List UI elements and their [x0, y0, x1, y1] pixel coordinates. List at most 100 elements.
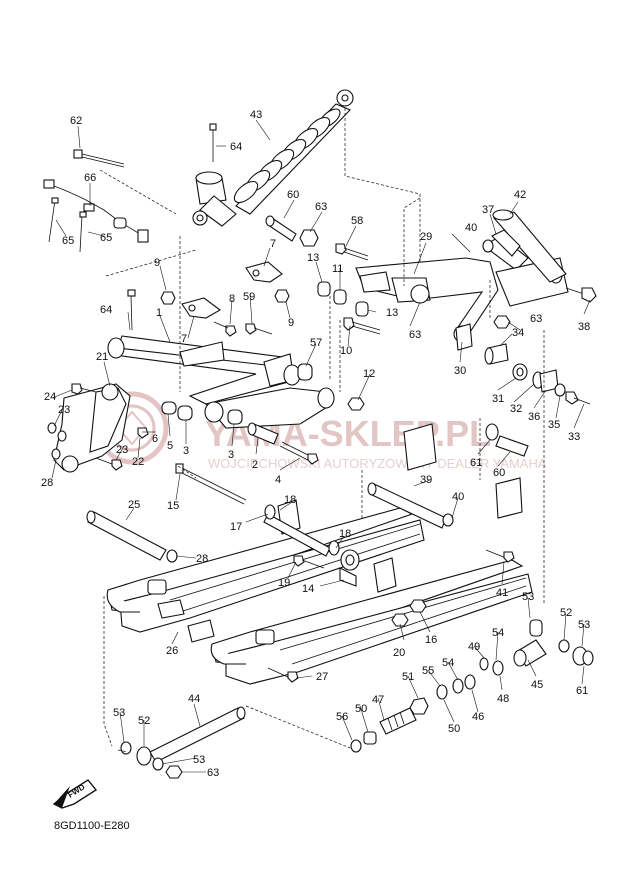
- washer-61-right: [582, 650, 594, 666]
- collar-2: [247, 422, 279, 445]
- bush-34: [484, 343, 509, 365]
- collar-60: [265, 215, 297, 242]
- spacer-54-46: [452, 674, 476, 694]
- part-label-32: 32: [510, 403, 522, 415]
- bolt-19: [293, 555, 325, 569]
- shaft-39: [367, 482, 447, 529]
- part-label-18: 18: [284, 494, 296, 506]
- part-label-18b: 18: [339, 528, 351, 540]
- part-label-17: 17: [230, 521, 242, 533]
- part-label-20: 20: [393, 647, 405, 659]
- part-label-63b: 63: [409, 329, 421, 341]
- part-label-27: 27: [316, 671, 328, 683]
- nut-16: [409, 599, 427, 613]
- washer-28-left: [51, 448, 61, 460]
- bolt-6: [137, 427, 149, 439]
- collar-18: [264, 504, 340, 556]
- part-label-63c: 63: [530, 313, 542, 325]
- leader-lines: [51, 119, 591, 773]
- part-label-23: 23: [58, 404, 70, 416]
- part-label-1: 1: [156, 307, 162, 319]
- part-label-6: 6: [152, 433, 158, 445]
- bolt-38: [565, 287, 597, 303]
- washer-49-48: [479, 657, 504, 676]
- shaft-17: [263, 513, 331, 557]
- part-label-36: 36: [528, 411, 540, 423]
- sensor-cable: [43, 179, 149, 253]
- part-label-45: 45: [531, 679, 543, 691]
- part-label-53d: 53: [193, 754, 205, 766]
- bolt-22: [95, 457, 123, 471]
- collar-5: [161, 401, 177, 415]
- part-label-40b: 40: [452, 491, 464, 503]
- part-label-30: 30: [454, 365, 466, 377]
- part-number-labels: 1 2 3 3 4 5 6 7 7 8 9 9 10 11 12 13 13 1…: [41, 109, 590, 779]
- part-label-41: 41: [496, 587, 508, 599]
- collar-61: [485, 423, 499, 441]
- collar-13: [317, 281, 369, 317]
- nut-12: [347, 397, 365, 411]
- part-label-58: 58: [351, 215, 363, 227]
- bolt-62: [73, 149, 125, 168]
- part-label-24: 24: [44, 391, 56, 403]
- shaft-25: [86, 510, 167, 561]
- part-label-65: 65: [62, 235, 74, 247]
- part-label-4: 4: [275, 474, 281, 486]
- collar-3: [177, 405, 243, 425]
- part-label-61b: 61: [576, 685, 588, 697]
- part-label-40: 40: [465, 222, 477, 234]
- part-label-2: 2: [252, 459, 258, 471]
- part-label-48: 48: [497, 693, 509, 705]
- collar-60-lower: [495, 435, 529, 457]
- nut-20: [391, 613, 409, 627]
- wheel-shaft-45: [513, 639, 547, 667]
- part-label-15: 15: [167, 500, 179, 512]
- part-label-63d: 63: [207, 767, 219, 779]
- bolt-10: [343, 317, 381, 335]
- part-label-54b: 54: [442, 657, 454, 669]
- bolt-64: [127, 123, 217, 331]
- nut-63-right: [493, 315, 511, 329]
- part-label-25: 25: [128, 499, 140, 511]
- nut-63-top: [299, 229, 319, 247]
- part-label-46: 46: [472, 711, 484, 723]
- washer-40-top: [482, 239, 494, 253]
- bolt-15: [175, 463, 247, 505]
- part-label-42: 42: [514, 189, 526, 201]
- link-21: [53, 383, 131, 473]
- adjuster-47: [379, 707, 417, 735]
- part-label-47: 47: [372, 694, 384, 706]
- part-label-5: 5: [167, 440, 173, 452]
- part-label-13: 13: [307, 252, 319, 264]
- part-label-53: 53: [522, 591, 534, 603]
- wheel-14: [339, 549, 360, 587]
- part-label-63: 63: [315, 201, 327, 213]
- part-label-53b: 53: [578, 619, 590, 631]
- washer-55-50: [436, 684, 448, 700]
- part-label-21: 21: [96, 351, 108, 363]
- part-label-7b: 7: [181, 333, 187, 345]
- link-37: [491, 229, 521, 257]
- collar-50-56: [350, 731, 377, 753]
- part-label-64: 64: [230, 141, 242, 153]
- part-label-55: 55: [422, 665, 434, 677]
- part-label-52b: 52: [138, 715, 150, 727]
- part-label-29: 29: [420, 231, 432, 243]
- part-label-52: 52: [560, 607, 572, 619]
- nut-9: [160, 289, 290, 305]
- part-label-28: 28: [41, 477, 53, 489]
- part-label-57: 57: [310, 337, 322, 349]
- bracket-7: [181, 261, 283, 319]
- front-arm: [107, 335, 335, 429]
- part-label-39: 39: [420, 474, 432, 486]
- washer-35: [554, 383, 566, 397]
- part-label-14: 14: [302, 583, 314, 595]
- slide-rail-left: [106, 507, 425, 633]
- part-label-50b: 50: [448, 723, 460, 735]
- part-label-65b: 65: [100, 232, 112, 244]
- part-label-37: 37: [482, 204, 494, 216]
- assembly-lines: [99, 108, 545, 753]
- bolt-59: [245, 323, 273, 335]
- shock-absorber: [192, 89, 354, 227]
